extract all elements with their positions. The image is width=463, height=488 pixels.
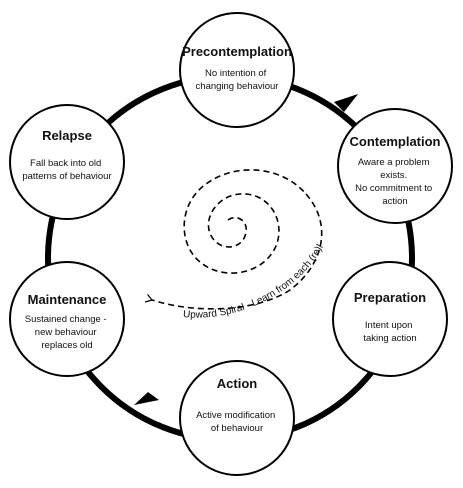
- stage-node-contemplation: Contemplation Aware a problem exists. No…: [337, 108, 453, 224]
- stage-description: No intention of changing behaviour: [196, 68, 279, 92]
- stage-description: Aware a problem exists. No commitment to…: [355, 157, 435, 207]
- stage-description: Sustained change - new behaviour replace…: [25, 314, 110, 351]
- stage-circle: [9, 261, 125, 377]
- stage-title: Relapse: [42, 128, 92, 143]
- stage-description-line: Intent upon: [365, 320, 413, 331]
- stage-circle: [179, 12, 295, 128]
- stage-node-action: Action Active modification of behaviour: [179, 360, 295, 476]
- stage-description-line: Sustained change -: [25, 314, 107, 325]
- stage-node-preparation: Preparation Intent upon taking action: [332, 261, 448, 377]
- stage-circle: [179, 360, 295, 476]
- upward-spiral-tail: [144, 193, 323, 310]
- cycle-arrowhead-bottom: [134, 392, 159, 405]
- stage-description-line: new behaviour: [35, 327, 97, 338]
- stage-description-line: Aware a problem: [358, 157, 430, 168]
- stage-description-line: No commitment to: [355, 183, 432, 194]
- stage-node-precontemplation: Precontemplation No intention of changin…: [179, 12, 295, 128]
- stage-description-line: Active modification: [196, 410, 275, 421]
- stage-description: Intent upon taking action: [363, 320, 416, 344]
- stage-description-line: taking action: [363, 333, 416, 344]
- stage-description-line: changing behaviour: [196, 81, 279, 92]
- stage-title: Maintenance: [28, 292, 107, 307]
- stage-description-line: patterns of behaviour: [22, 171, 111, 182]
- stage-node-relapse: Relapse Fall back into old patterns of b…: [9, 104, 125, 220]
- stage-title: Preparation: [354, 290, 426, 305]
- stage-description: Active modification of behaviour: [196, 410, 278, 434]
- stage-circle: [337, 108, 453, 224]
- stage-description: Fall back into old patterns of behaviour: [22, 158, 111, 182]
- stage-title: Contemplation: [350, 134, 441, 149]
- stage-circle: [332, 261, 448, 377]
- stage-circle: [9, 104, 125, 220]
- stage-description-line: No intention of: [205, 68, 267, 79]
- stage-description-line: action: [382, 196, 407, 207]
- stage-description-line: exists.: [380, 170, 407, 181]
- cycle-arrowhead-top: [334, 94, 358, 112]
- stage-description-line: Fall back into old: [30, 158, 101, 169]
- stage-title: Action: [217, 376, 258, 391]
- stage-title: Precontemplation: [182, 44, 292, 59]
- stage-description-line: replaces old: [41, 340, 92, 351]
- stage-description-line: of behaviour: [211, 423, 263, 434]
- upward-spiral-path: [183, 169, 307, 274]
- stage-node-maintenance: Maintenance Sustained change - new behav…: [9, 261, 125, 377]
